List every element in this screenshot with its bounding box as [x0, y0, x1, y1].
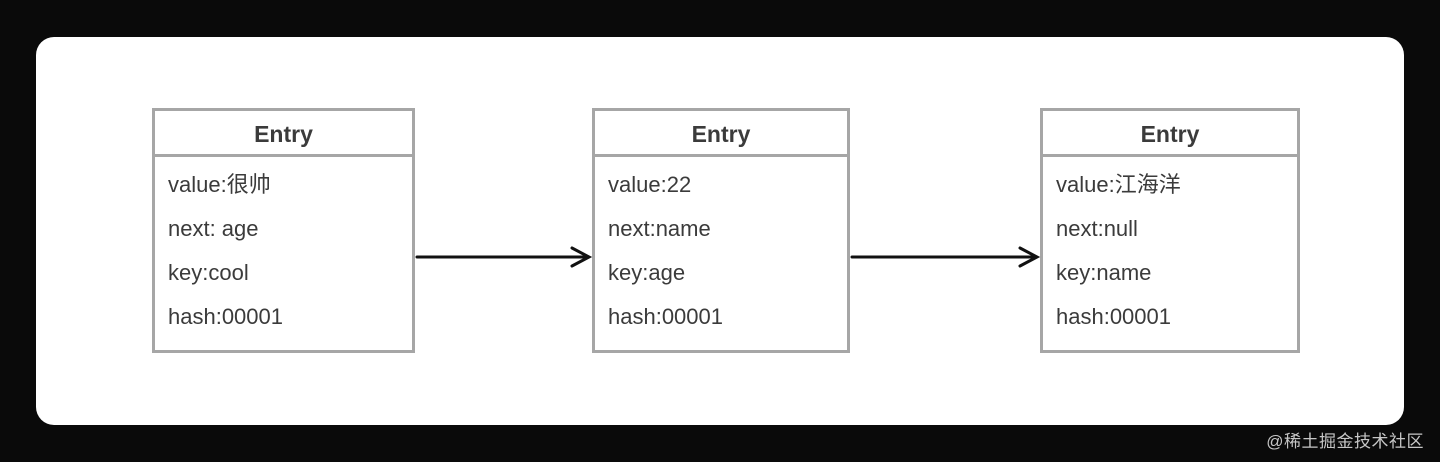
entry-field-next: next:name [608, 216, 711, 241]
watermark: @稀土掘金技术社区 [1266, 432, 1424, 451]
entry-field-hash: hash:00001 [168, 304, 283, 329]
entry-node-title: Entry [595, 111, 847, 157]
entry-node-1: Entry value:很帅 next: age key:cool hash:0… [152, 108, 415, 353]
entry-node-title: Entry [155, 111, 412, 157]
entry-node-body: value:22 next:name key:age hash:00001 [595, 157, 847, 339]
entry-node-body: value:很帅 next: age key:cool hash:00001 [155, 157, 412, 339]
entry-field-key: key:cool [168, 260, 249, 285]
entry-node-body: value:江海洋 next:null key:name hash:00001 [1043, 157, 1297, 339]
entry-field-hash: hash:00001 [608, 304, 723, 329]
entry-node-2: Entry value:22 next:name key:age hash:00… [592, 108, 850, 353]
entry-field-value: value:江海洋 [1056, 172, 1181, 197]
entry-field-key: key:name [1056, 260, 1152, 285]
entry-field-value: value:很帅 [168, 172, 271, 197]
entry-node-3: Entry value:江海洋 next:null key:name hash:… [1040, 108, 1300, 353]
entry-field-hash: hash:00001 [1056, 304, 1171, 329]
entry-field-next: next:null [1056, 216, 1138, 241]
entry-field-value: value:22 [608, 172, 692, 197]
entry-field-next: next: age [168, 216, 259, 241]
entry-node-title: Entry [1043, 111, 1297, 157]
entry-field-key: key:age [608, 260, 686, 285]
